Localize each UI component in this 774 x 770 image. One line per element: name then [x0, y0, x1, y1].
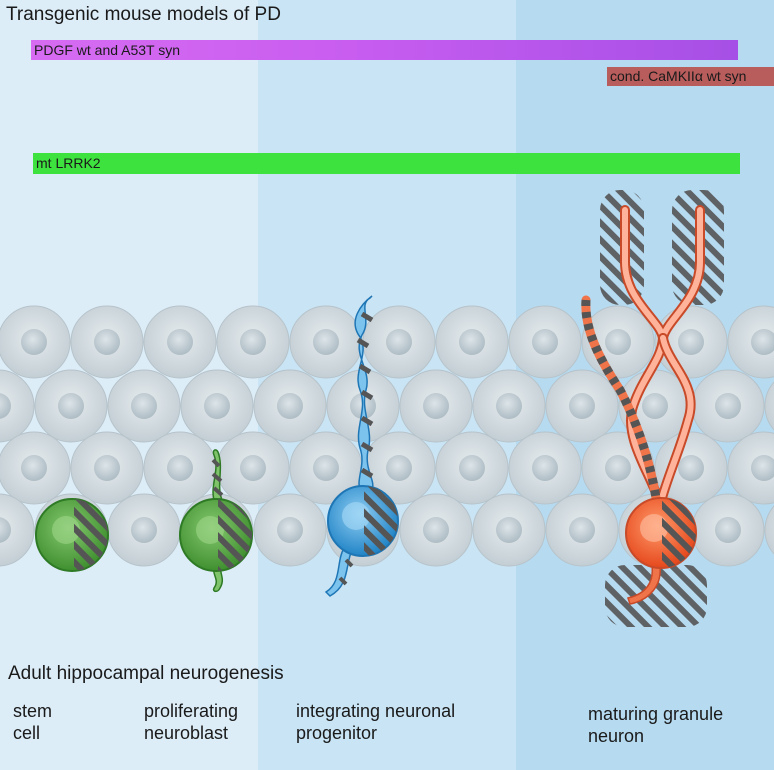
background-cell-nucleus — [569, 517, 595, 543]
background-cell-nucleus — [277, 517, 303, 543]
background-cell-nucleus — [21, 329, 47, 355]
camkii-syn-bar: cond. CaMKIIα wt syn — [607, 67, 774, 86]
background-cell-nucleus — [605, 329, 631, 355]
background-cell-nucleus — [715, 517, 741, 543]
background-cell-nucleus — [569, 393, 595, 419]
background-cell-nucleus — [386, 455, 412, 481]
stage-label-stem-cell: stem cell — [13, 701, 53, 743]
background-cell-nucleus — [313, 329, 339, 355]
background-cell-nucleus — [240, 455, 266, 481]
background-cell-nucleus — [0, 517, 11, 543]
background-cell-nucleus — [167, 329, 193, 355]
background-cell-nucleus — [532, 455, 558, 481]
background-cell-nucleus — [386, 329, 412, 355]
background-cell — [764, 505, 774, 555]
granule-neuron — [581, 190, 724, 627]
background-cell-nucleus — [496, 393, 522, 419]
figure-title: Transgenic mouse models of PD — [6, 4, 281, 25]
stage-label-progenitor: integrating neuronal progenitor — [296, 701, 456, 743]
background-cell-nucleus — [496, 517, 522, 543]
background-cell-nucleus — [167, 455, 193, 481]
background-cell-nucleus — [751, 455, 774, 481]
background-cell-nucleus — [678, 455, 704, 481]
background-cell-nucleus — [605, 455, 631, 481]
background-cell-nucleus — [532, 329, 558, 355]
background-cell-nucleus — [459, 455, 485, 481]
background-cell-nucleus — [642, 393, 668, 419]
background-cell — [0, 369, 35, 443]
background-cell-nucleus — [423, 517, 449, 543]
lrrk2-bar: mt LRRK2 — [33, 153, 740, 174]
background-cell-nucleus — [21, 455, 47, 481]
pdgf-syn-bar: PDGF wt and A53T syn — [31, 40, 738, 60]
background-cell-nucleus — [751, 329, 774, 355]
background-cell-nucleus — [715, 393, 741, 419]
stage-label-neuroblast: proliferating neuroblast — [144, 701, 239, 743]
background-cell-nucleus — [240, 329, 266, 355]
background-cell-nucleus — [94, 455, 120, 481]
background-cell-nucleus — [204, 393, 230, 419]
background-cell-nucleus — [131, 393, 157, 419]
background-cell-nucleus — [0, 393, 11, 419]
background-cell-nucleus — [277, 393, 303, 419]
background-cell-nucleus — [459, 329, 485, 355]
background-cell-nucleus — [678, 329, 704, 355]
section-title: Adult hippocampal neurogenesis — [8, 663, 284, 684]
background-cell — [0, 493, 35, 567]
background-cell-nucleus — [423, 393, 449, 419]
background-cell — [764, 381, 774, 431]
background-cell-nucleus — [58, 393, 84, 419]
progenitor-cell — [324, 295, 399, 597]
background-cell-nucleus — [131, 517, 157, 543]
neuroblast-cell — [179, 449, 253, 593]
background-cell-nucleus — [313, 455, 339, 481]
stage-label-granule-neuron: maturing granule neuron — [588, 704, 724, 746]
background-cell-nucleus — [94, 329, 120, 355]
